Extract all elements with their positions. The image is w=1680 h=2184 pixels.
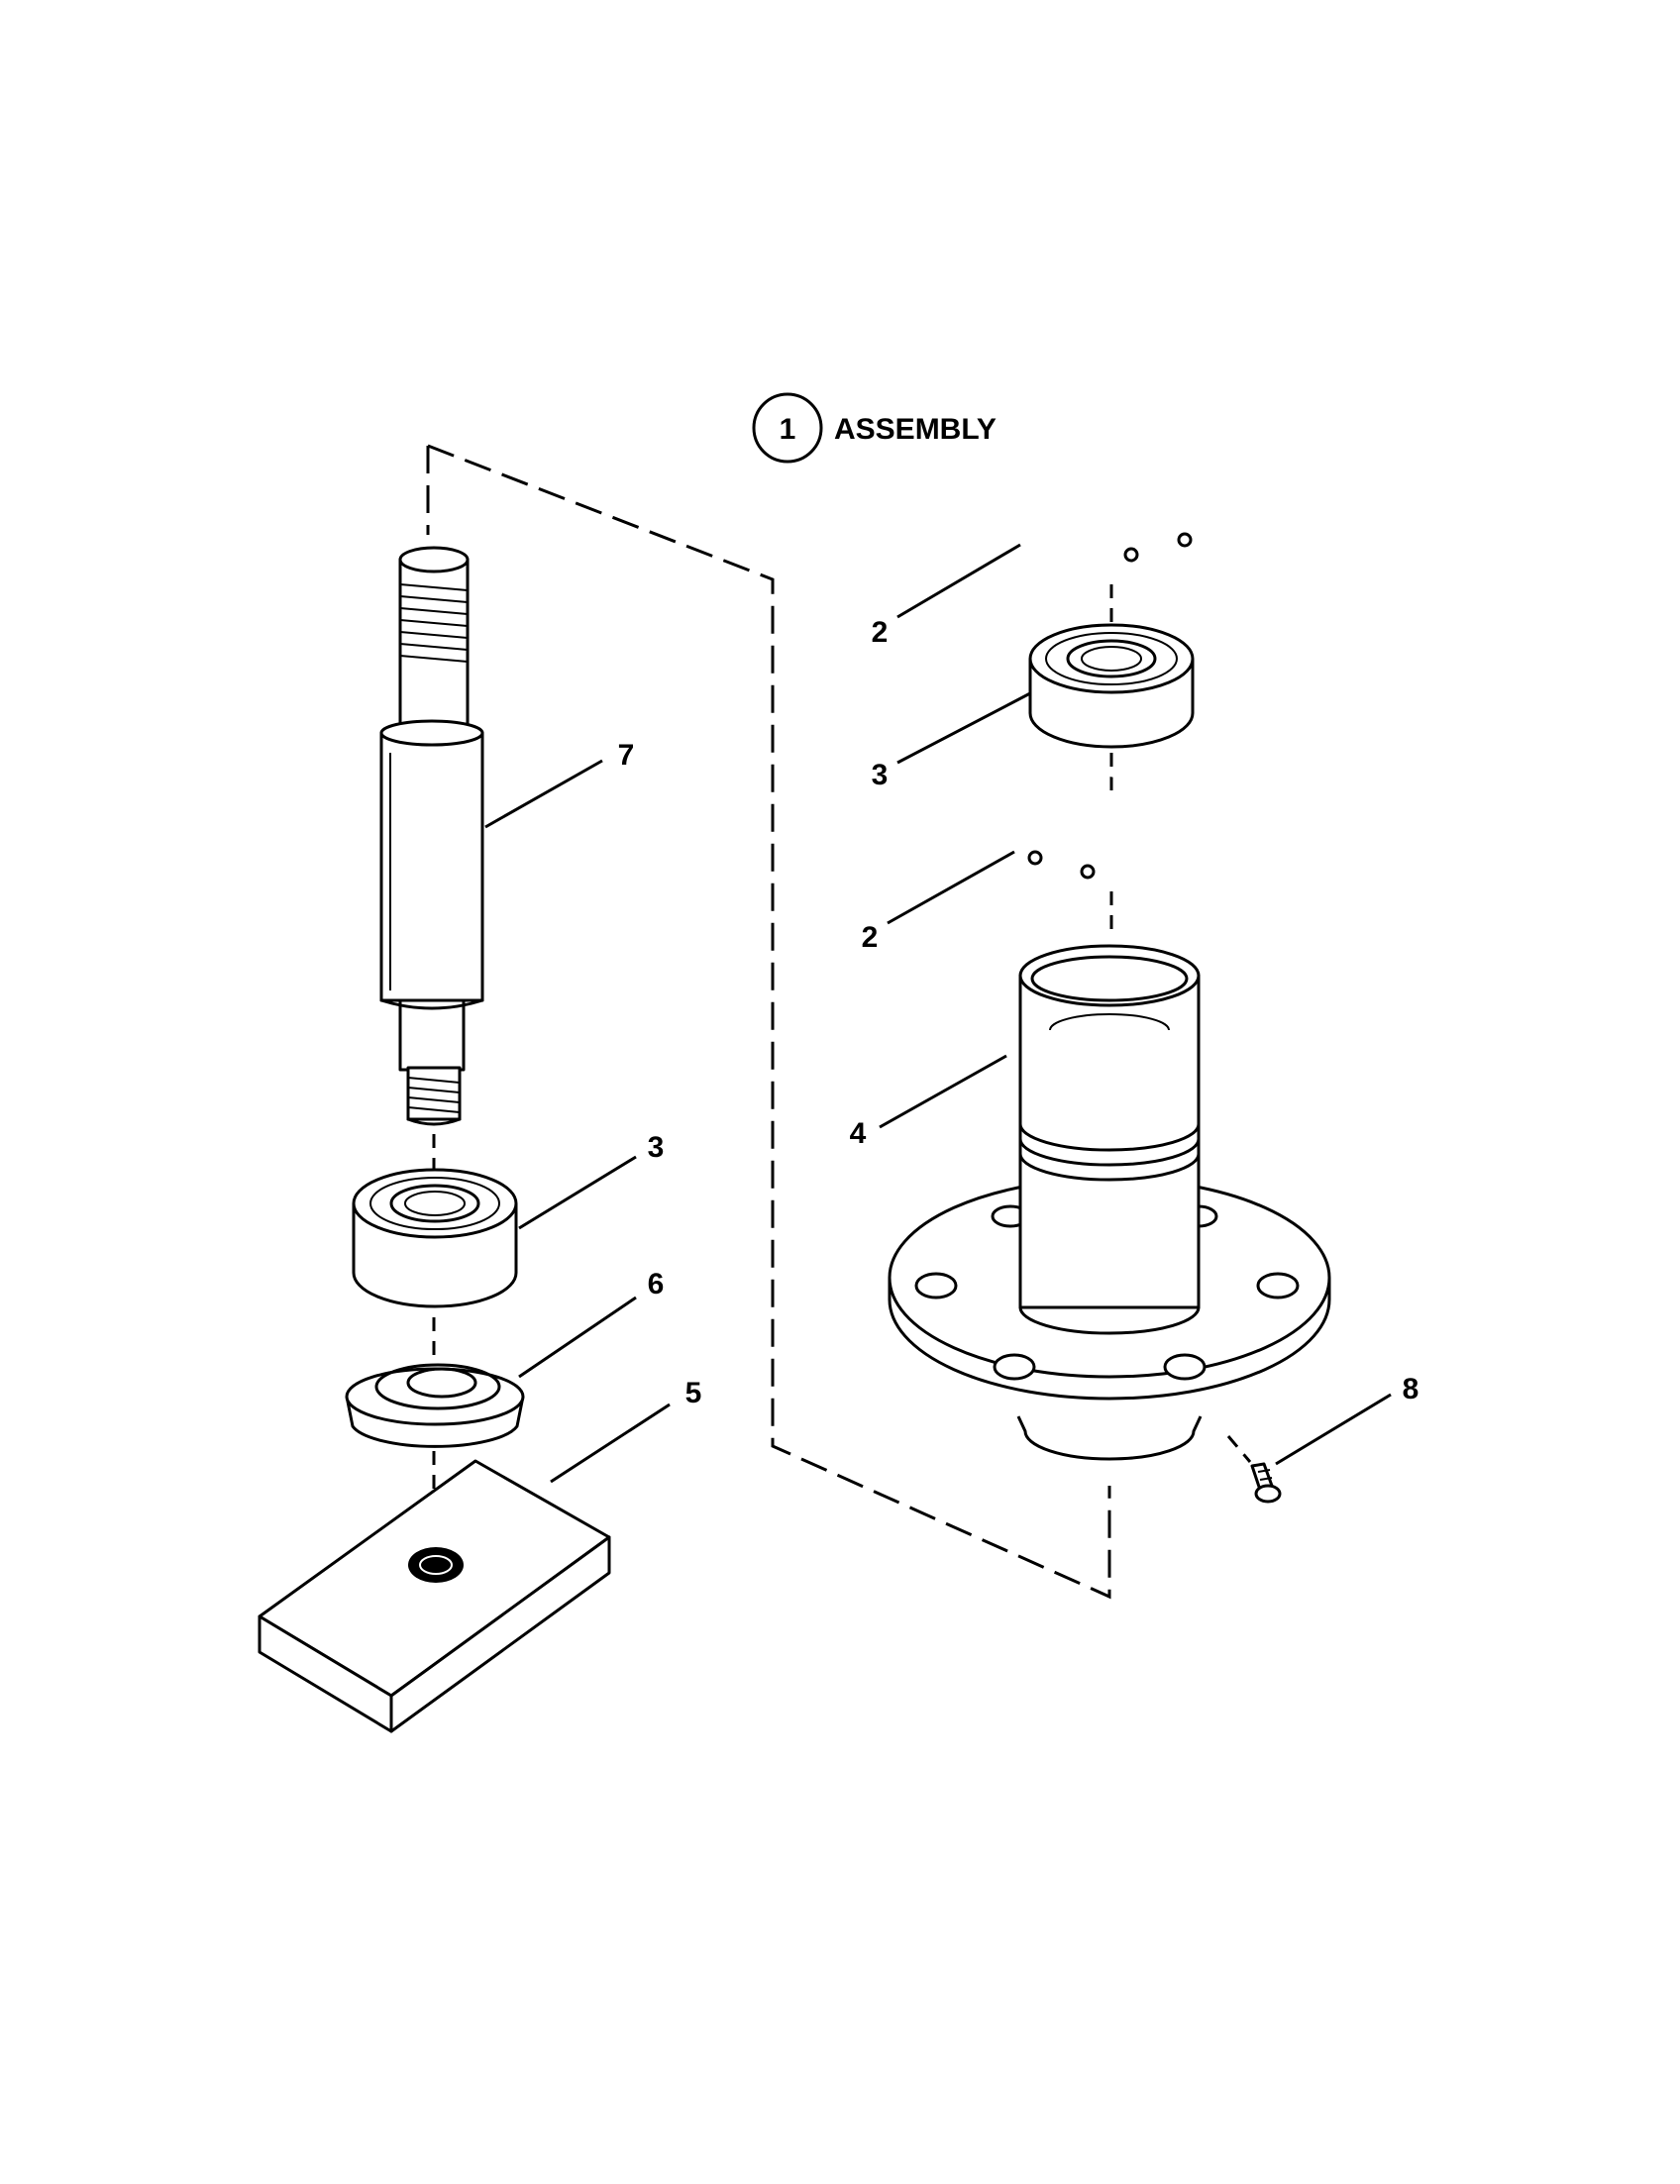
callout-ring-lower: 2 — [862, 921, 879, 954]
assembly-number: 1 — [780, 413, 796, 446]
retaining-ring-lower-part — [1008, 770, 1178, 880]
set-screw-part — [1226, 1435, 1282, 1504]
block-part — [258, 1459, 611, 1733]
shaft-part — [379, 546, 484, 1126]
assembly-label: ASSEMBLY — [834, 413, 997, 446]
callout-spacer: 6 — [648, 1268, 665, 1300]
callout-shaft: 7 — [618, 739, 635, 772]
threaded-hole — [408, 1547, 464, 1583]
spacer-part — [345, 1363, 525, 1448]
callout-bearing-top: 3 — [872, 759, 889, 791]
bearing-left-part — [352, 1168, 518, 1308]
retaining-ring-top-part — [1041, 453, 1210, 563]
housing-part — [888, 944, 1331, 1461]
callout-ring-top: 2 — [872, 616, 889, 649]
assembly-boundary-dashed — [426, 444, 1111, 1600]
callout-block: 5 — [685, 1377, 702, 1409]
callouts: 2 3 2 4 8 7 3 6 5 — [484, 543, 1419, 1484]
bearing-top-part — [1028, 623, 1195, 749]
assembly-title: 1 ASSEMBLY — [752, 392, 997, 464]
assembly-callout-circle — [752, 392, 823, 464]
callout-screw: 8 — [1403, 1373, 1419, 1405]
callout-housing: 4 — [850, 1117, 867, 1150]
callout-bearing-left: 3 — [648, 1131, 665, 1164]
